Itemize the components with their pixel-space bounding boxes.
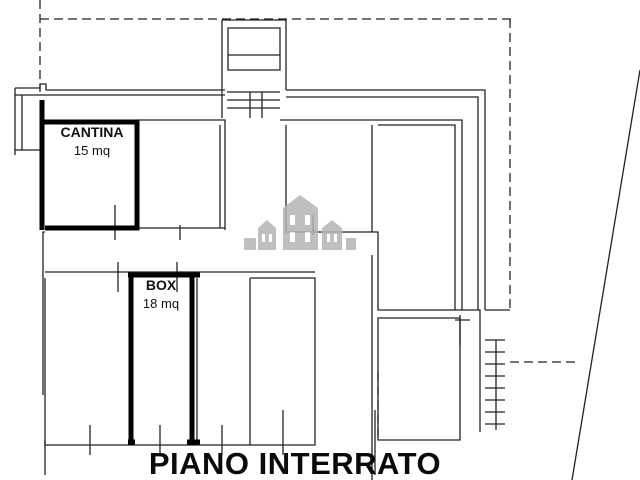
watermark-logo	[244, 195, 356, 250]
stairs	[485, 339, 505, 430]
outer-wall	[286, 89, 486, 310]
dimension-ticks	[44, 205, 470, 475]
stair-block	[221, 19, 287, 118]
room-area-box: 18 mq	[142, 296, 180, 311]
room-label-cantina: CANTINA	[60, 124, 124, 140]
outer-wall	[14, 83, 225, 155]
inner-wall	[42, 119, 226, 395]
box-wall	[128, 272, 200, 445]
room-area-cantina: 15 mq	[73, 143, 111, 158]
boundary-diagonal	[571, 69, 640, 480]
plan-title: PIANO INTERRATO	[148, 446, 442, 480]
inner-wall	[44, 271, 316, 446]
room-label-box: BOX	[145, 277, 177, 293]
inner-wall	[371, 255, 510, 480]
cantina-wall	[39, 100, 140, 231]
boundary-line	[39, 0, 580, 440]
